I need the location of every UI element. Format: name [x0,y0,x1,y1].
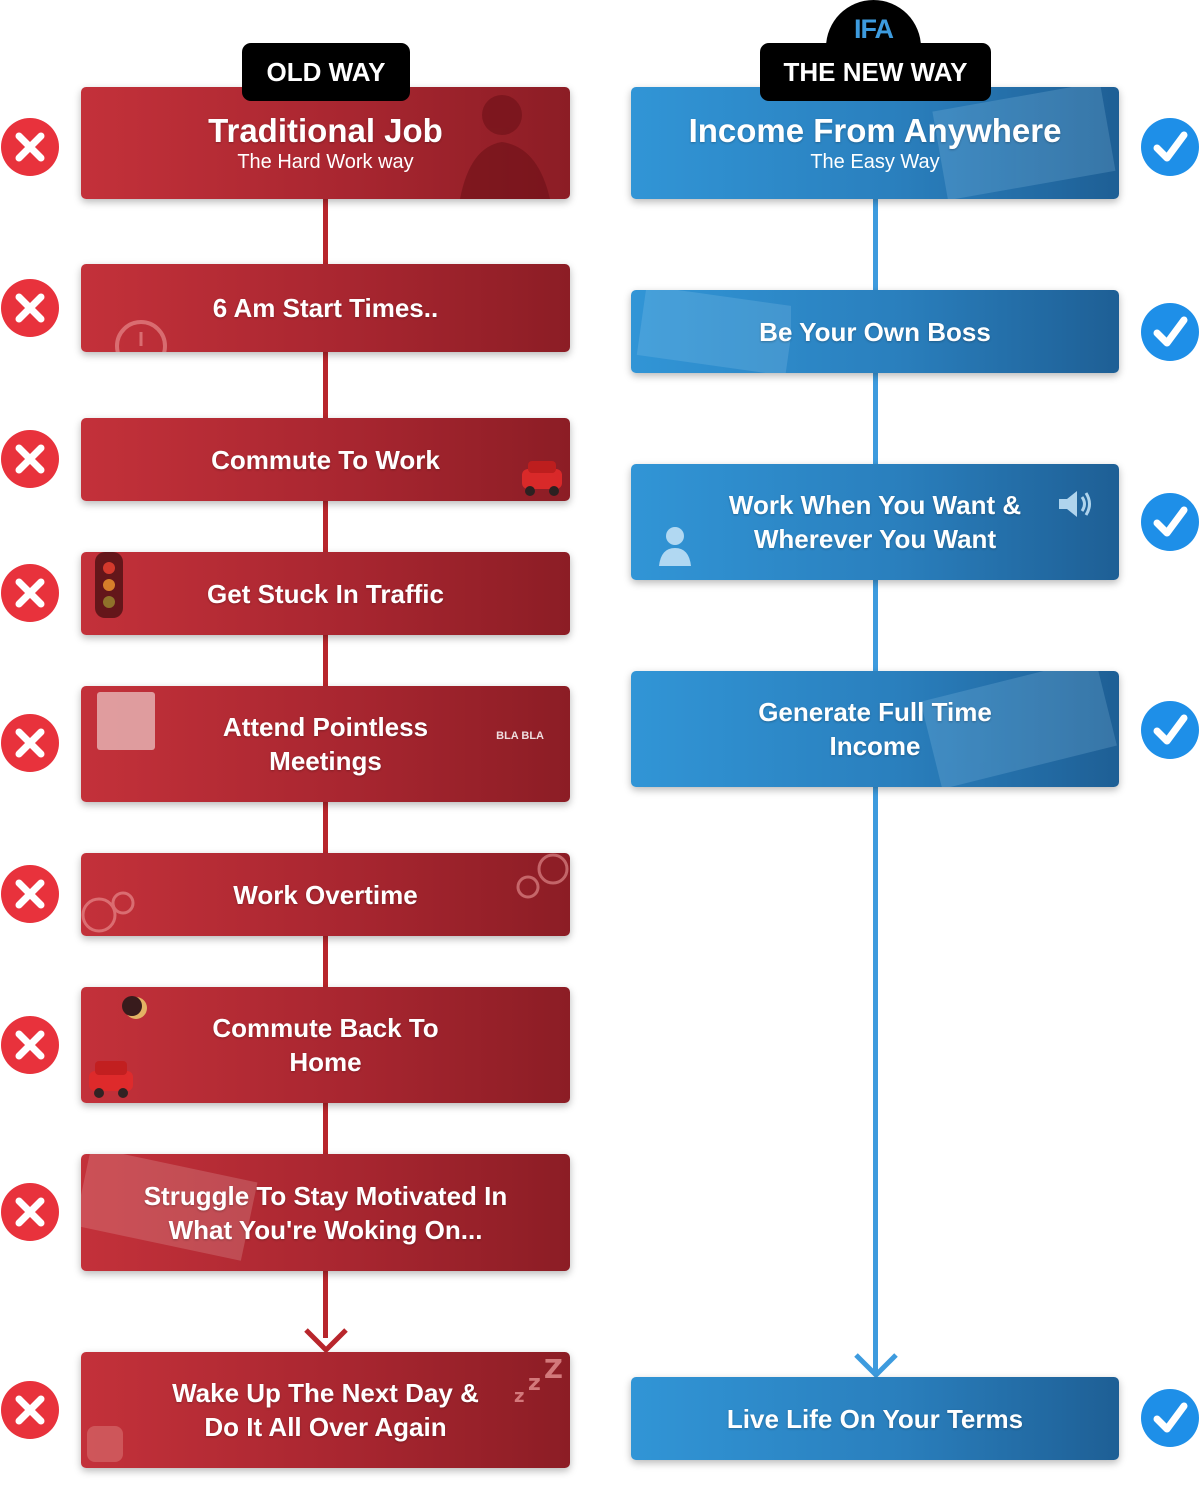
stressed-person-icon [460,95,550,199]
check-icon [1141,701,1199,759]
new-way-title: Income From Anywhere [688,112,1062,149]
old-way-arrowhead [304,1328,348,1354]
old-step-6-label-1: Commute Back To [212,1013,439,1043]
check-icon [1141,303,1199,361]
old-way-title: Traditional Job [208,112,443,149]
speaker-icon [1059,491,1091,517]
old-way-subtitle: The Hard Work way [237,151,414,173]
notepad-icon [97,692,155,750]
car-icon [522,461,562,496]
sleep-icon: z z Z [514,1356,563,1406]
new-way-title-box: Income From Anywhere The Easy Way [631,87,1119,199]
old-step-2: Commute To Work [81,418,570,501]
old-step-6-label-2: Home [289,1047,362,1077]
cross-icon [1,279,59,337]
cross-icon [1,1381,59,1439]
new-step-3-label-2: Income [829,731,921,761]
old-step-7: Struggle To Stay Motivated In What You'r… [81,1154,570,1271]
money-icon-blue-2 [636,290,791,373]
repeat-icon [87,1426,123,1462]
alarm-clock-icon [115,320,167,352]
new-step-2: Work When You Want & Wherever You Want [631,464,1119,580]
money-icon [81,1154,258,1261]
new-way-subtitle: The Easy Way [810,151,940,173]
check-icon [1141,493,1199,551]
clocks-icon [81,853,569,933]
cross-icon [1,564,59,622]
user-icon [659,527,691,566]
old-step-8-label-2: Do It All Over Again [204,1412,447,1442]
svg-text:z: z [514,1386,524,1406]
old-step-7-label-1: Struggle To Stay Motivated In [143,1180,508,1211]
old-way-title-box: Traditional Job The Hard Work way [81,87,570,199]
old-step-1: 6 Am Start Times.. [81,264,570,352]
new-step-4: Live Life On Your Terms [631,1377,1119,1460]
moon-icon [122,996,147,1019]
new-step-1: Be Your Own Boss [631,290,1119,373]
cross-icon [1,1183,59,1241]
new-step-3-label-1: Generate Full Time [758,697,992,727]
new-step-1-label: Be Your Own Boss [759,316,991,347]
cross-icon [1,865,59,923]
new-step-3: Generate Full Time Income [631,671,1119,787]
car-icon-2 [89,1061,133,1098]
old-step-3-label: Get Stuck In Traffic [207,578,444,609]
traffic-light-icon [95,552,123,618]
old-step-8-label-1: Wake Up The Next Day & [172,1378,479,1408]
old-step-1-label: 6 Am Start Times.. [212,293,439,323]
money-icon-blue-3 [920,671,1117,787]
old-way-header: OLD WAY [242,43,410,101]
money-icon-blue [932,87,1116,199]
new-way-arrowhead [854,1353,898,1379]
new-step-2-label-1: Work When You Want & [728,490,1022,520]
cross-icon [1,430,59,488]
old-step-7-label-2: What You're Woking On... [168,1214,483,1245]
check-icon [1141,1389,1199,1447]
old-step-5: Work Overtime [81,853,570,936]
old-step-6: Commute Back To Home [81,987,570,1103]
check-icon [1141,118,1199,176]
new-way-header: THE NEW WAY [760,43,991,101]
svg-text:Z: Z [544,1356,563,1385]
bla-bla-text: BLA BLA [496,730,544,742]
old-step-4: BLA BLA Attend Pointless Meetings [81,686,570,802]
new-step-4-label: Live Life On Your Terms [726,1403,1024,1434]
old-step-8: z z Z Wake Up The Next Day & Do It All O… [81,1352,570,1468]
old-step-4-label-1: Attend Pointless [222,712,429,742]
old-step-5-label: Work Overtime [233,879,418,910]
cross-icon [1,118,59,176]
old-step-4-label-2: Meetings [269,746,382,776]
old-step-2-label: Commute To Work [211,444,440,475]
cross-icon [1,714,59,772]
cross-icon [1,1016,59,1074]
new-step-2-label-2: Wherever You Want [753,524,997,554]
old-step-3: Get Stuck In Traffic [81,552,570,635]
svg-text:z: z [528,1371,541,1396]
